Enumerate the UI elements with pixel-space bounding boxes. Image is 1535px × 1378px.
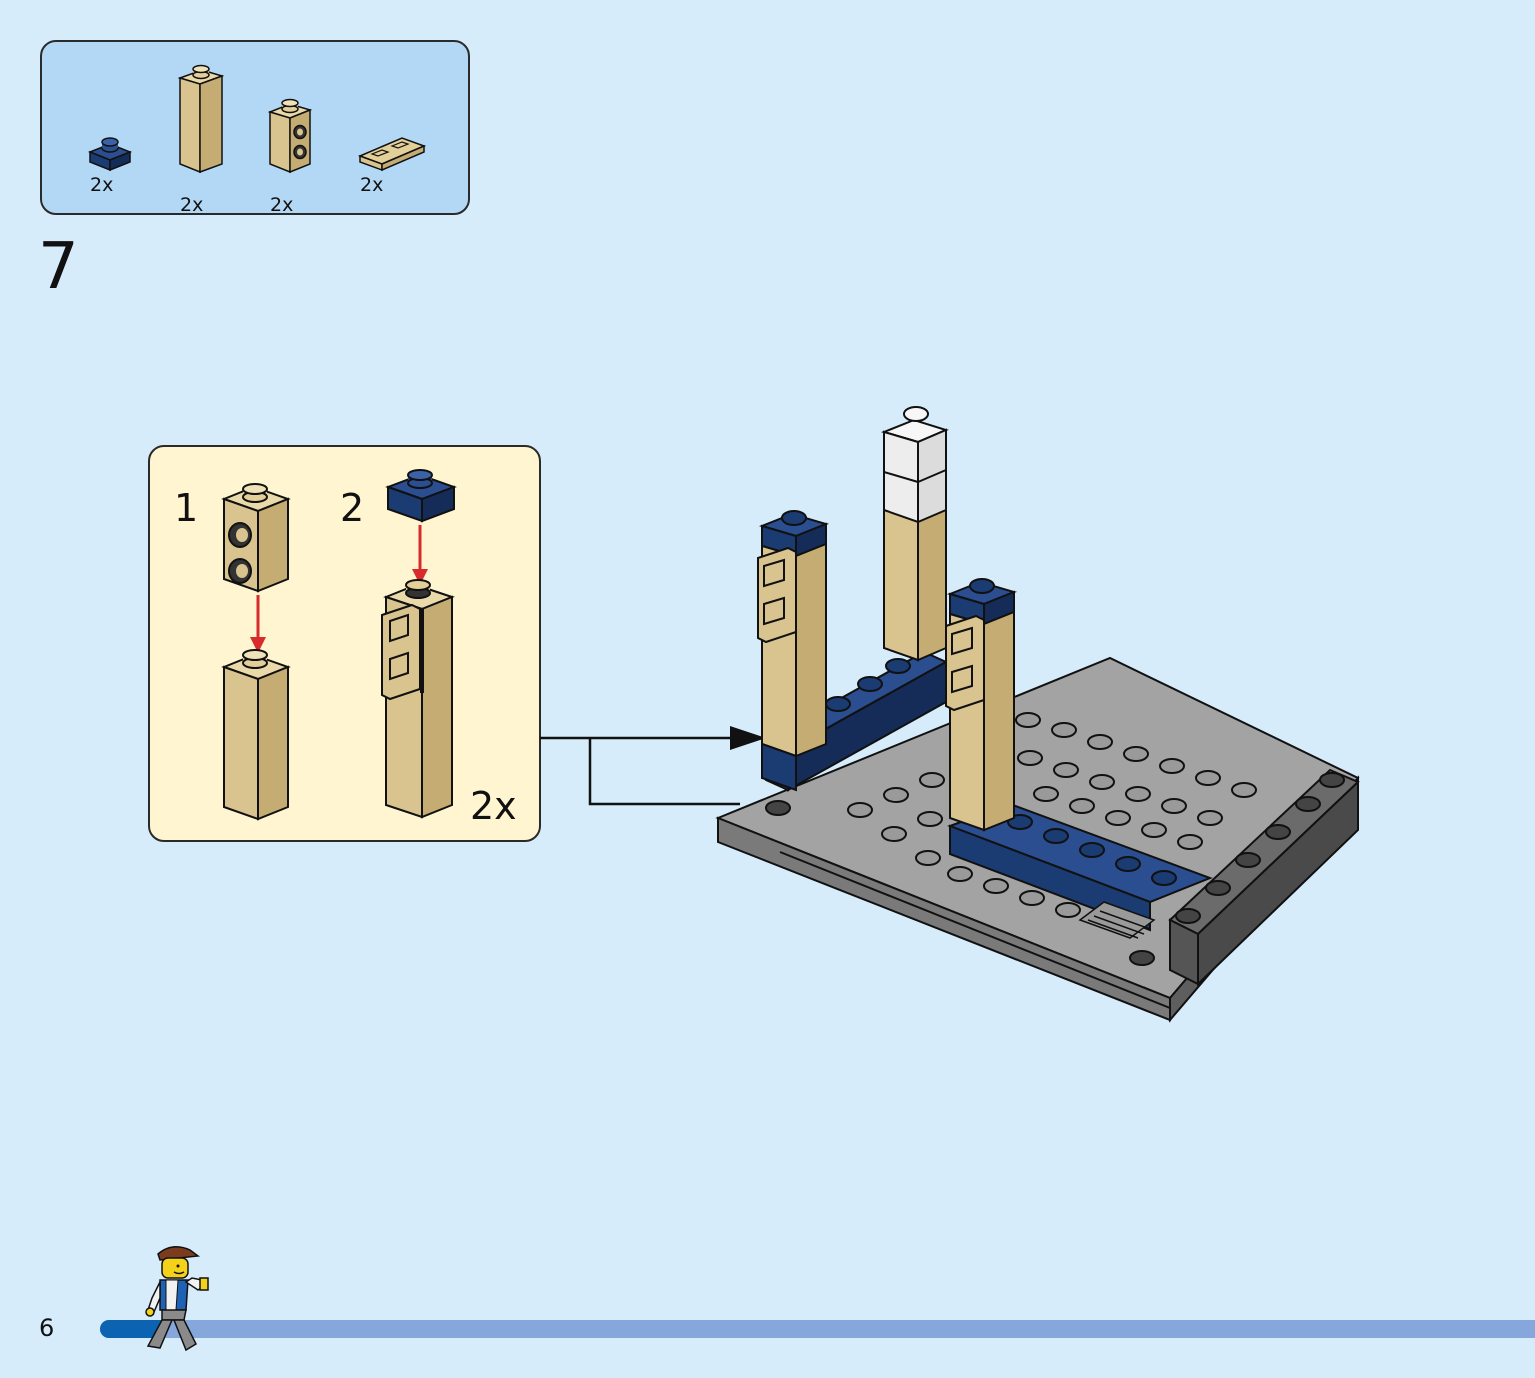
- page-number: 6: [39, 1314, 55, 1342]
- right-tan-column: [945, 578, 1018, 832]
- arrow-head-icon: [730, 726, 766, 750]
- tan-grille-tile-icon: [357, 137, 426, 172]
- part-tan-grille-tile: 2x: [356, 130, 426, 214]
- main-build-model: [715, 406, 1360, 1023]
- progress-track: [100, 1320, 1535, 1338]
- tan-tall-brick-icon: [177, 64, 225, 174]
- tall-brick-icon: [221, 649, 291, 821]
- walking-minifig-icon: [145, 1246, 209, 1352]
- part-tan-brick-side-studs: 2x: [264, 98, 324, 216]
- parts-list-box: 2x 2x 2x: [40, 40, 470, 216]
- white-tan-tower: [880, 406, 949, 662]
- part-qty: 2x: [90, 174, 114, 196]
- part-tan-brick-tall: 2x: [174, 62, 234, 216]
- left-tan-column: [757, 510, 830, 792]
- side-stud-brick-icon: [221, 483, 291, 593]
- assembled-column-icon: [381, 579, 455, 819]
- sub-assembly-multiplier: 2x: [470, 784, 517, 828]
- placement-arrows: [540, 726, 766, 806]
- blue-bricks-front: [947, 802, 1213, 932]
- part-qty: 2x: [270, 194, 294, 216]
- sub-step-1-label: 1: [174, 486, 199, 530]
- part-qty: 2x: [180, 194, 204, 216]
- progress-fill: [100, 1320, 165, 1338]
- blue-plate-icon: [385, 469, 457, 523]
- dark-blue-plate-icon: [87, 137, 133, 172]
- sub-assembly-box: 1 2 2x: [148, 445, 541, 842]
- tan-side-stud-brick-icon: [267, 98, 313, 174]
- step-number: 7: [38, 230, 79, 304]
- grille-stairs: [1078, 901, 1156, 939]
- sub-step-2-label: 2: [340, 486, 365, 530]
- dark-gray-wall: [1168, 768, 1360, 987]
- sub-assembly-illustration: [221, 469, 457, 821]
- part-qty: 2x: [360, 174, 384, 196]
- part-dark-blue-plate: 2x: [86, 134, 136, 214]
